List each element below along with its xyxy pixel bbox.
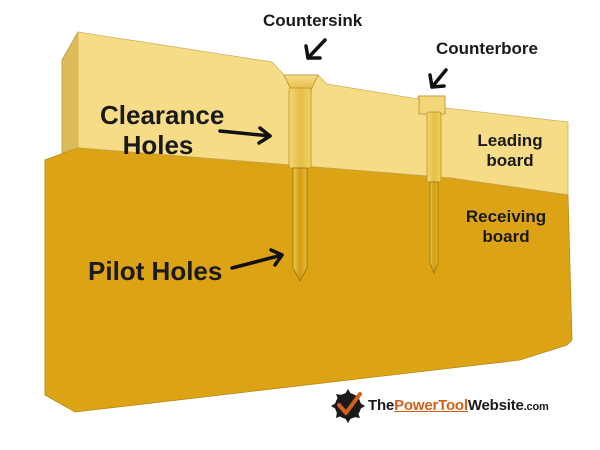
countersink-label: Countersink: [263, 11, 363, 30]
leading-board-label: Leading board: [470, 132, 550, 169]
board-seam: [61, 147, 569, 196]
counterbore-arrow: [428, 68, 448, 89]
logo-website: Website: [467, 397, 524, 414]
logo-power-tool: PowerTool: [394, 397, 468, 414]
counterbore-recess: [418, 95, 446, 115]
counterbore-pilot-hole: [429, 181, 439, 275]
receiving-label-line2: board: [482, 227, 530, 246]
saw-blade-icon: [331, 389, 365, 423]
countersink-pilot-hole: [292, 167, 308, 282]
countersink-arrow: [304, 38, 327, 60]
check-mark-icon: [337, 392, 362, 415]
clearance-label-line1: Clearance: [100, 100, 225, 130]
receiving-board-label: Receiving board: [456, 208, 556, 245]
site-logo: ThePowerToolWebsite.com: [330, 386, 570, 426]
countersink-clearance-hole: [288, 87, 312, 169]
pilot-holes-label: Pilot Holes: [88, 256, 223, 286]
clearance-holes-label: Clearance Holes: [100, 100, 225, 160]
pilot-arrow: [230, 248, 284, 270]
logo-text: ThePowerToolWebsite.com: [368, 398, 549, 413]
clearance-label-line2: Holes: [122, 130, 194, 160]
clearance-arrow: [218, 126, 272, 145]
receiving-label-line1: Receiving: [465, 207, 547, 226]
logo-the: The: [368, 397, 395, 414]
logo-dotcom: .com: [523, 401, 549, 413]
counterbore-clearance-hole: [426, 111, 442, 183]
leading-label-line2: board: [486, 151, 534, 170]
leading-board-side: [61, 30, 79, 154]
leading-label-line1: Leading: [477, 131, 543, 150]
counterbore-label: Counterbore: [436, 39, 538, 58]
